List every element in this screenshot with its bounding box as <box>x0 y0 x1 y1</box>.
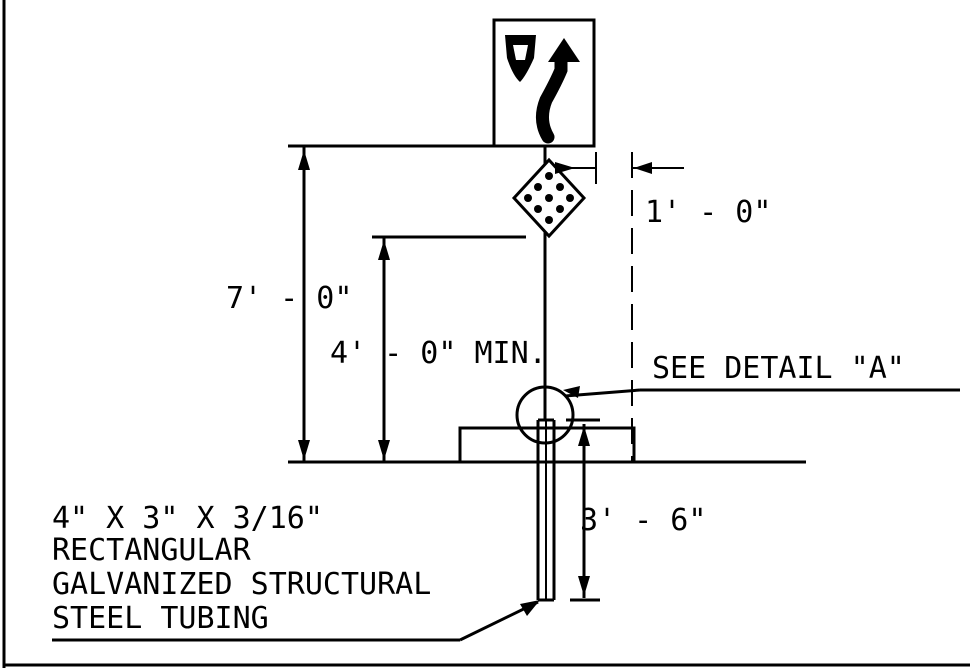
material-line-2: RECTANGULAR <box>52 533 252 568</box>
steel-tube <box>536 418 556 602</box>
min-height-label: 4' - 0" MIN. <box>330 336 547 371</box>
detail-a-label: SEE DETAIL "A" <box>652 351 905 386</box>
material-line-3: GALVANIZED STRUCTURAL <box>52 567 431 602</box>
overall-height-label: 7' - 0" <box>226 281 352 316</box>
material-line-1: 4" X 3" X 3/16" <box>52 501 323 536</box>
object-marker-icon <box>511 157 587 239</box>
offset-label: 1' - 0" <box>645 195 771 230</box>
dimension-embedment <box>566 418 600 602</box>
keep-left-sign-icon <box>492 18 596 148</box>
material-note: 4" X 3" X 3/16" RECTANGULAR GALVANIZED S… <box>52 501 540 642</box>
dimension-offset <box>555 152 684 462</box>
dimension-overall-height <box>288 144 545 462</box>
material-line-4: STEEL TUBING <box>52 601 269 636</box>
detail-a-callout <box>515 385 960 445</box>
embedment-label: 3' - 6" <box>580 503 706 538</box>
dimension-min-height <box>372 235 526 462</box>
